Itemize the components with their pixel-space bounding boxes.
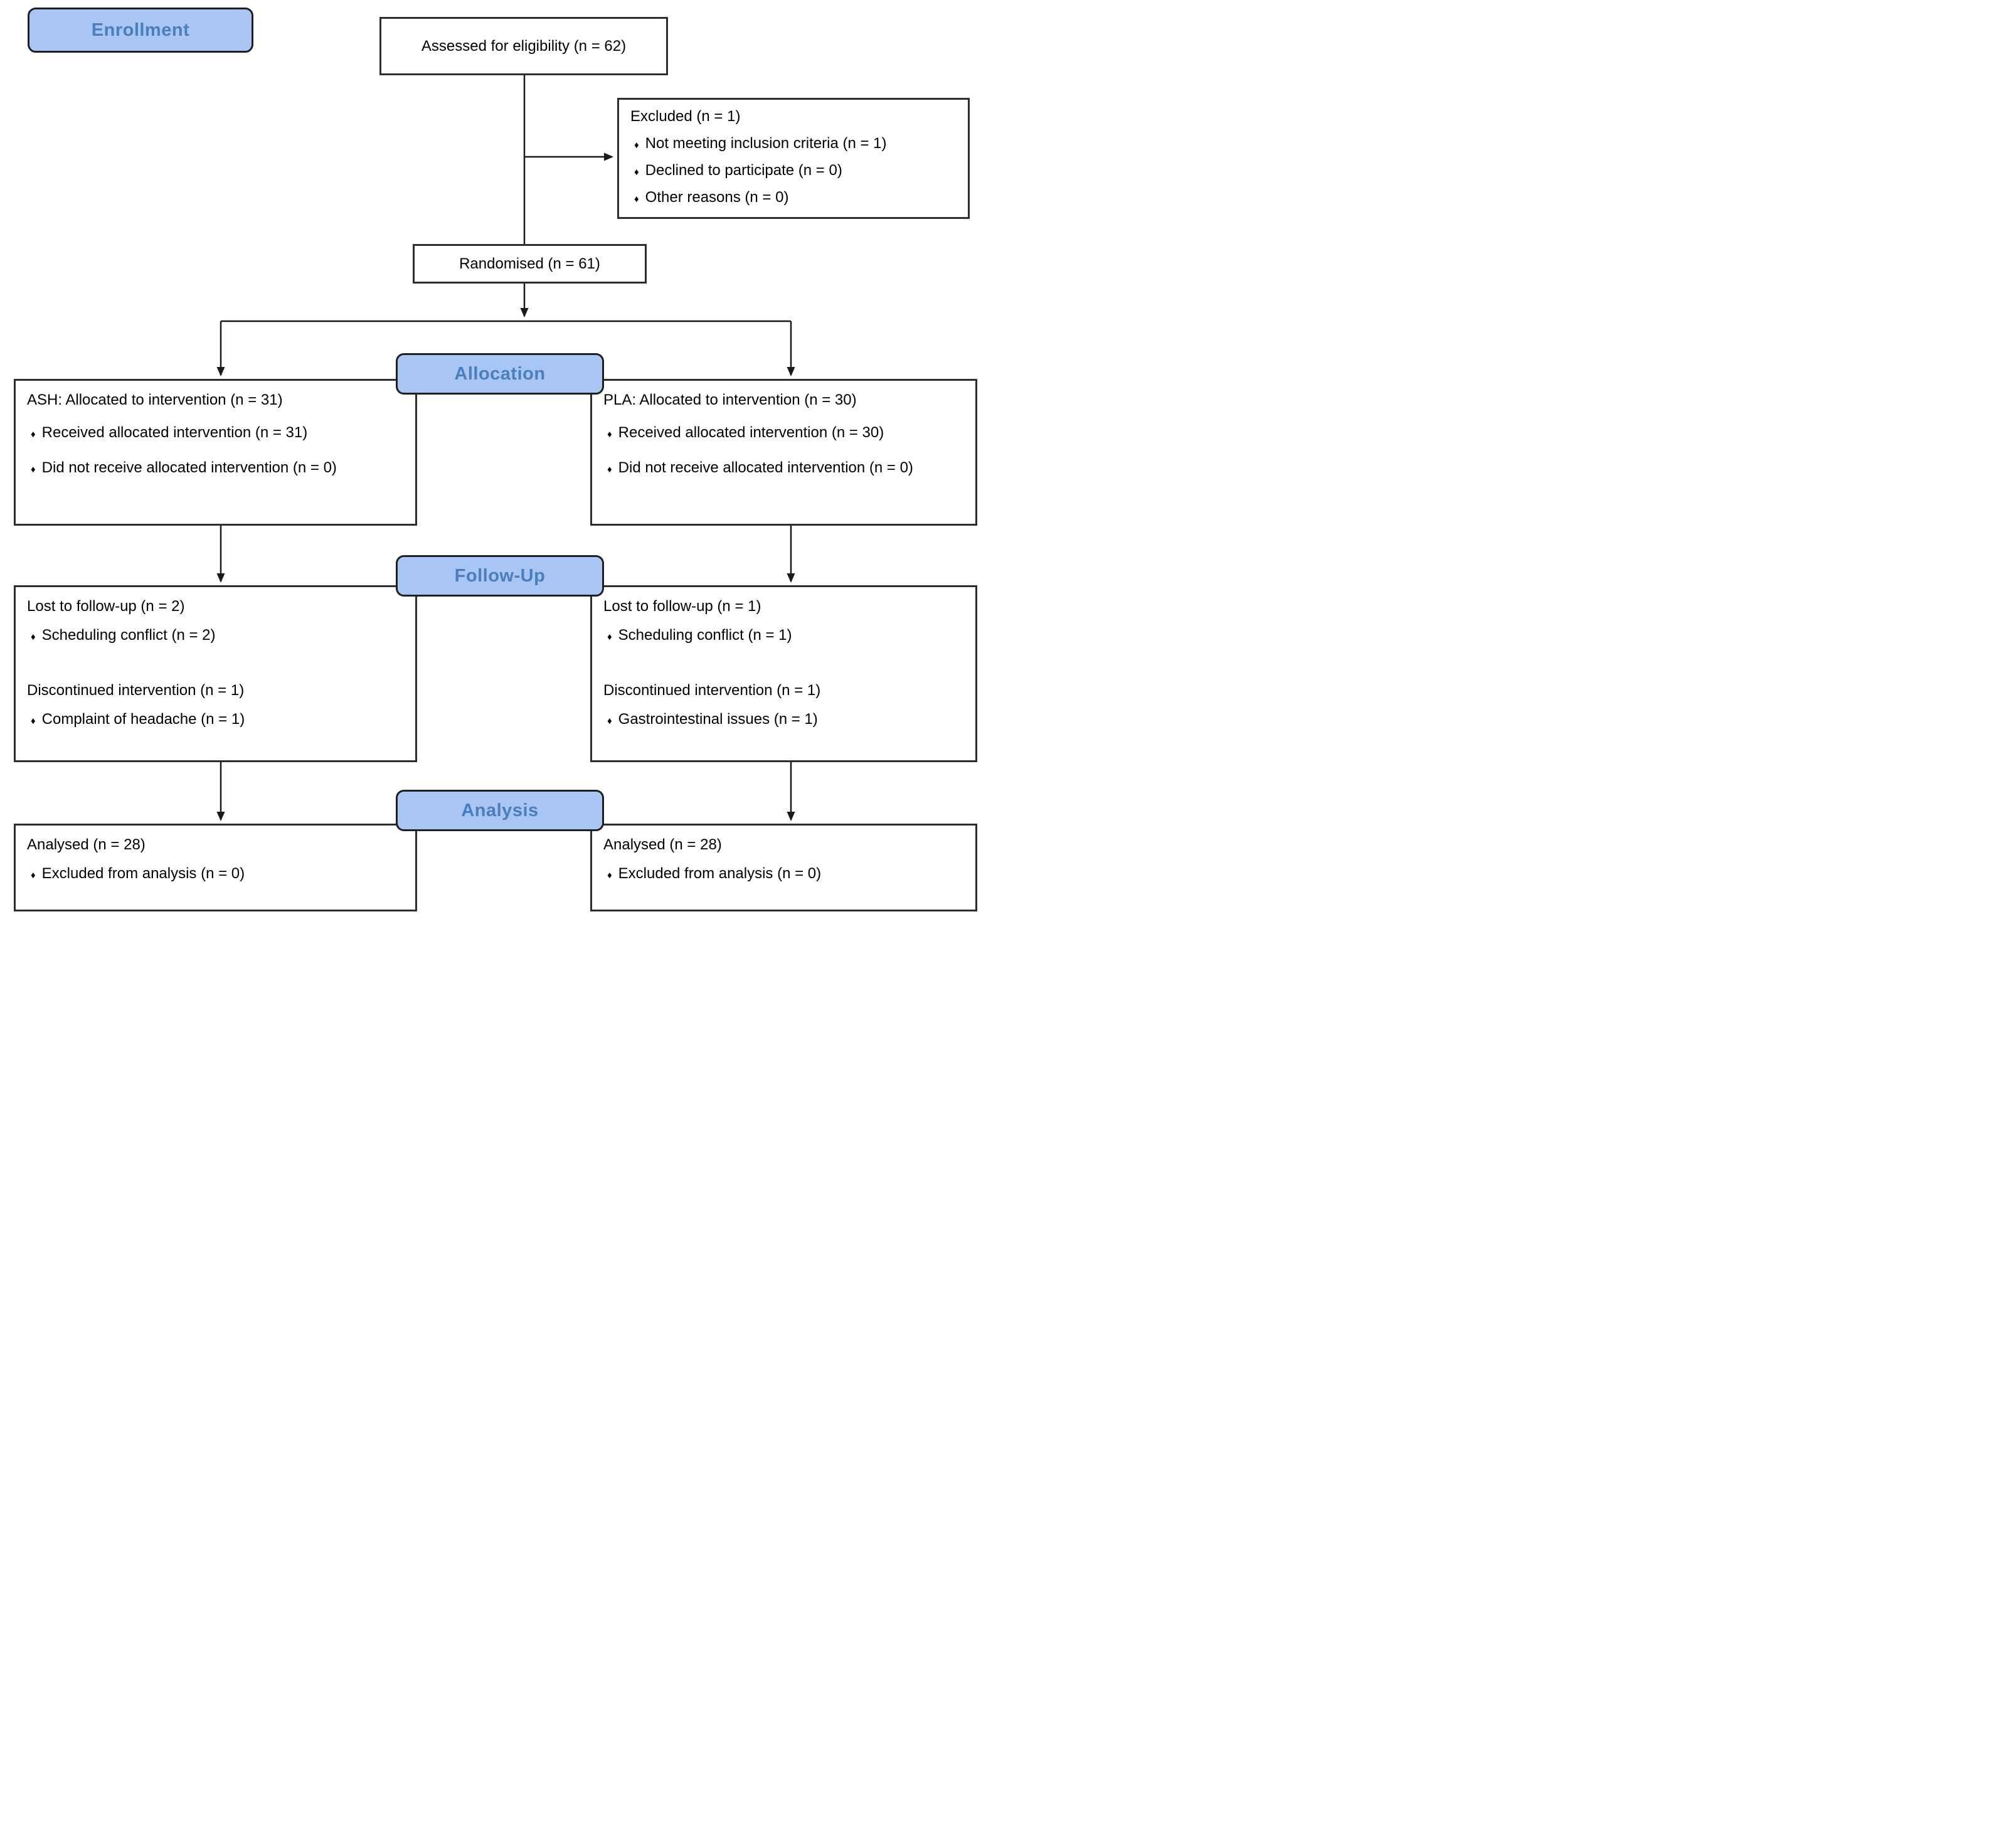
bullet-item: ♦ Did not receive allocated intervention… xyxy=(27,459,404,477)
diamond-bullet-icon: ♦ xyxy=(634,140,639,151)
stage-badge-label: Follow-Up xyxy=(454,565,546,586)
stage-badge-label: Analysis xyxy=(461,800,539,820)
box-followup-pla: Lost to follow-up (n = 1) ♦ Scheduling c… xyxy=(590,585,977,762)
diamond-bullet-icon: ♦ xyxy=(634,167,639,178)
stage-badge-allocation: Allocation xyxy=(396,353,604,395)
consort-flow-diagram: Enrollment Allocation Follow-Up Analysis… xyxy=(0,0,997,924)
bullet-item: ♦ Declined to participate (n = 0) xyxy=(630,161,957,180)
box-allocation-pla: PLA: Allocated to intervention (n = 30) … xyxy=(590,379,977,526)
bullet-item: ♦ Scheduling conflict (n = 1) xyxy=(603,626,964,645)
bullet-item: ♦ Other reasons (n = 0) xyxy=(630,188,957,207)
diamond-bullet-icon: ♦ xyxy=(607,429,612,440)
bullet-text: Gastrointestinal issues (n = 1) xyxy=(618,711,818,728)
box-title: Lost to follow-up (n = 2) xyxy=(27,598,185,615)
diamond-bullet-icon: ♦ xyxy=(31,632,36,642)
diamond-bullet-icon: ♦ xyxy=(31,429,36,440)
bullet-text: Other reasons (n = 0) xyxy=(645,189,789,206)
stage-badge-label: Allocation xyxy=(454,363,546,384)
bullet-item: ♦ Gastrointestinal issues (n = 1) xyxy=(603,710,964,729)
box-assessed-eligibility: Assessed for eligibility (n = 62) xyxy=(379,17,668,75)
bullet-text: Excluded from analysis (n = 0) xyxy=(618,865,822,882)
box-title: ASH: Allocated to intervention (n = 31) xyxy=(27,391,283,408)
bullet-text: Received allocated intervention (n = 31) xyxy=(41,424,308,441)
stage-badge-label: Enrollment xyxy=(91,19,190,40)
stage-badge-followup: Follow-Up xyxy=(396,555,604,597)
bullet-text: Received allocated intervention (n = 30) xyxy=(618,424,884,441)
bullet-item: ♦ Did not receive allocated intervention… xyxy=(603,459,964,477)
connector-wires xyxy=(216,75,795,821)
diamond-bullet-icon: ♦ xyxy=(607,464,612,475)
bullet-item: ♦ Received allocated intervention (n = 3… xyxy=(27,423,404,442)
diamond-bullet-icon: ♦ xyxy=(607,632,612,642)
box-title: Analysed (n = 28) xyxy=(603,836,722,853)
diamond-bullet-icon: ♦ xyxy=(31,716,36,726)
bullet-item: ♦ Scheduling conflict (n = 2) xyxy=(27,626,404,645)
box-title: Analysed (n = 28) xyxy=(27,836,146,853)
box-randomised: Randomised (n = 61) xyxy=(413,244,647,284)
bullet-item: ♦ Complaint of headache (n = 1) xyxy=(27,710,404,729)
box-excluded: Excluded (n = 1) ♦ Not meeting inclusion… xyxy=(617,98,970,219)
box-title: Discontinued intervention (n = 1) xyxy=(603,682,821,699)
box-analysis-pla: Analysed (n = 28) ♦ Excluded from analys… xyxy=(590,824,977,911)
bullet-text: Scheduling conflict (n = 1) xyxy=(618,627,792,644)
box-title: Discontinued intervention (n = 1) xyxy=(27,682,245,699)
bullet-text: Not meeting inclusion criteria (n = 1) xyxy=(645,135,887,152)
diamond-bullet-icon: ♦ xyxy=(607,716,612,726)
bullet-item: ♦ Received allocated intervention (n = 3… xyxy=(603,423,964,442)
stage-badge-enrollment: Enrollment xyxy=(28,8,253,53)
diamond-bullet-icon: ♦ xyxy=(607,870,612,881)
box-title: PLA: Allocated to intervention (n = 30) xyxy=(603,391,857,408)
bullet-item: ♦ Excluded from analysis (n = 0) xyxy=(27,864,404,883)
bullet-item: ♦ Excluded from analysis (n = 0) xyxy=(603,864,964,883)
box-analysis-ash: Analysed (n = 28) ♦ Excluded from analys… xyxy=(14,824,417,911)
diamond-bullet-icon: ♦ xyxy=(31,870,36,881)
box-title: Excluded (n = 1) xyxy=(630,108,741,125)
diamond-bullet-icon: ♦ xyxy=(31,464,36,475)
bullet-text: Did not receive allocated intervention (… xyxy=(41,459,337,476)
bullet-text: Excluded from analysis (n = 0) xyxy=(41,865,245,882)
bullet-item: ♦ Not meeting inclusion criteria (n = 1) xyxy=(630,134,957,153)
box-allocation-ash: ASH: Allocated to intervention (n = 31) … xyxy=(14,379,417,526)
bullet-text: Complaint of headache (n = 1) xyxy=(41,711,245,728)
diamond-bullet-icon: ♦ xyxy=(634,194,639,204)
box-title: Lost to follow-up (n = 1) xyxy=(603,598,761,615)
bullet-text: Did not receive allocated intervention (… xyxy=(618,459,913,476)
bullet-text: Scheduling conflict (n = 2) xyxy=(41,627,216,644)
box-followup-ash: Lost to follow-up (n = 2) ♦ Scheduling c… xyxy=(14,585,417,762)
box-text: Assessed for eligibility (n = 62) xyxy=(421,37,627,55)
box-text: Randomised (n = 61) xyxy=(459,255,600,272)
stage-badge-analysis: Analysis xyxy=(396,790,604,831)
bullet-text: Declined to participate (n = 0) xyxy=(645,162,842,179)
